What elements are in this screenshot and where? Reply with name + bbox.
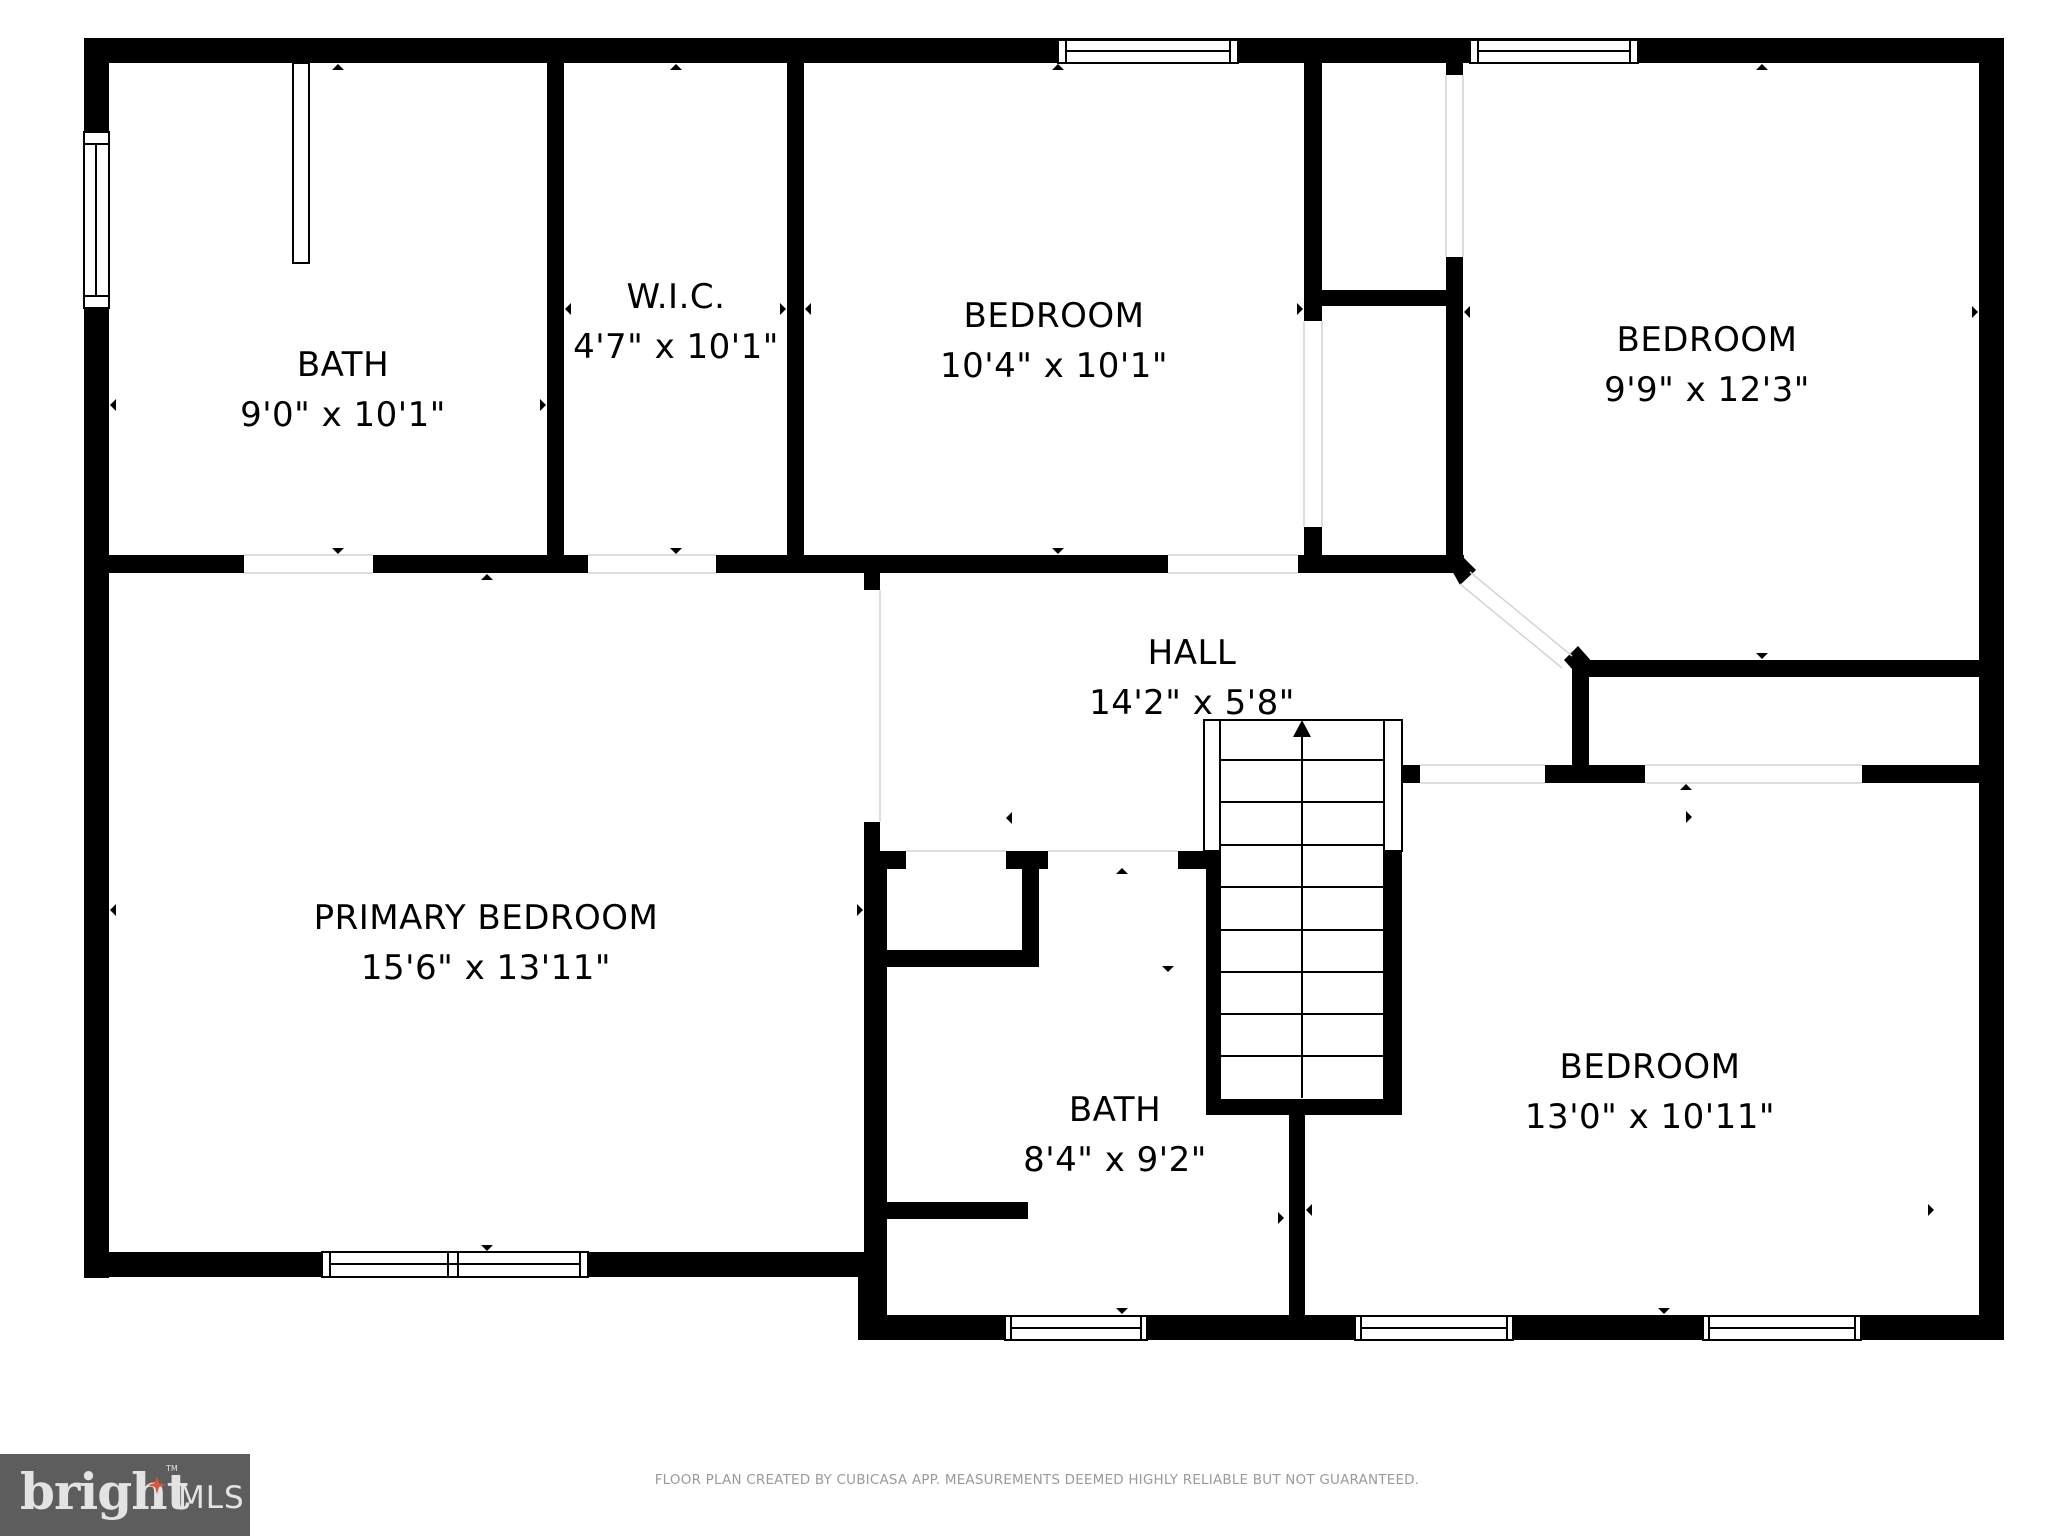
room-label-bedroom-top-center: BEDROOM 10'4" x 10'1" [940, 291, 1168, 391]
room-label-primary-bedroom: PRIMARY BEDROOM 15'6" x 13'11" [314, 893, 659, 993]
room-dimensions: 13'0" x 10'11" [1524, 1097, 1776, 1137]
room-name: BEDROOM [1559, 1047, 1741, 1087]
room-name: HALL [1147, 633, 1237, 673]
room-label-bath-upper: BATH 9'0" x 10'1" [240, 340, 446, 440]
room-dimensions: 10'4" x 10'1" [940, 346, 1168, 386]
room-name: BEDROOM [1616, 320, 1798, 360]
room-dimensions: 9'0" x 10'1" [240, 395, 446, 435]
window [1057, 39, 1239, 64]
logo-wordmark: bright [20, 1462, 190, 1521]
dimension-markers [110, 64, 1978, 1314]
room-name: BEDROOM [963, 296, 1145, 336]
door-openings [244, 75, 1862, 852]
logo-suffix: MLS [178, 1480, 245, 1516]
room-dimensions: 4'7" x 10'1" [573, 327, 779, 367]
room-dimensions: 9'9" x 12'3" [1604, 370, 1810, 410]
shower-partition [292, 62, 310, 264]
room-name: BATH [296, 345, 390, 385]
room-name: PRIMARY BEDROOM [313, 898, 659, 938]
room-label-bedroom-lower-right: BEDROOM 13'0" x 10'11" [1525, 1042, 1775, 1142]
staircase [1203, 719, 1403, 1101]
window [321, 1251, 589, 1278]
room-label-wic: W.I.C. 4'7" x 10'1" [573, 272, 779, 372]
stair-up-arrow-icon [1293, 720, 1311, 737]
bright-mls-logo: bright TM MLS [0, 1454, 250, 1536]
trademark-mark: TM [166, 1464, 178, 1473]
room-dimensions: 8'4" x 9'2" [1023, 1140, 1207, 1180]
room-name: W.I.C. [626, 277, 726, 317]
window [1469, 39, 1639, 64]
room-label-bedroom-top-right: BEDROOM 9'9" x 12'3" [1604, 315, 1810, 415]
room-dimensions: 14'2" x 5'8" [1089, 683, 1295, 723]
windows [83, 39, 1862, 1341]
window [1702, 1315, 1862, 1341]
window [83, 131, 110, 309]
room-label-hall: HALL 14'2" x 5'8" [1089, 628, 1295, 728]
window [1004, 1315, 1148, 1341]
sparkle-icon [148, 1476, 166, 1494]
disclaimer-text: FLOOR PLAN CREATED BY CUBICASA APP. MEAS… [654, 1472, 1420, 1488]
room-name: BATH [1068, 1090, 1162, 1130]
room-label-bath-lower: BATH 8'4" x 9'2" [1023, 1085, 1207, 1185]
interior-walls [84, 63, 1992, 1335]
room-dimensions: 15'6" x 13'11" [360, 948, 612, 988]
window [1354, 1315, 1514, 1341]
